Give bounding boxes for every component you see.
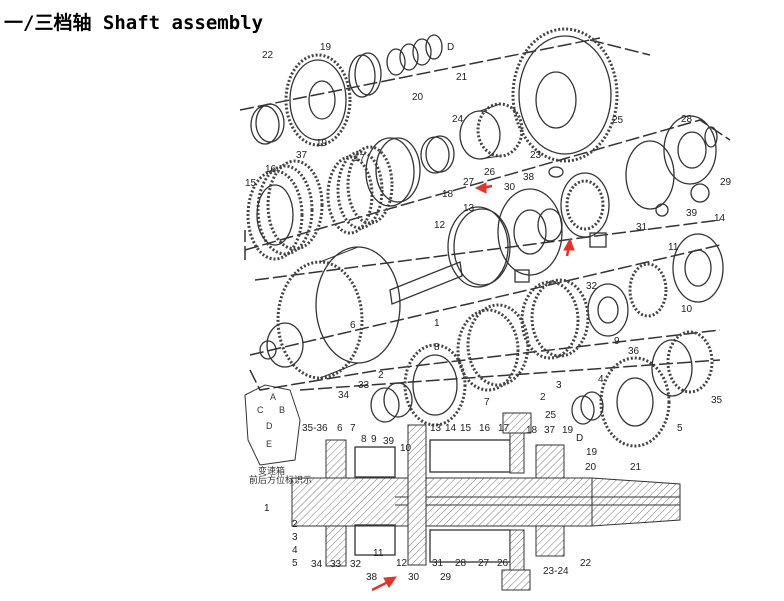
part-number-label: 4 — [292, 545, 298, 556]
part-number-label: 32 — [350, 559, 362, 570]
part-number-label: 19 — [586, 447, 598, 458]
part-number-label: 5 — [677, 423, 683, 434]
cross-section-view — [291, 412, 681, 591]
part-number-label: 37 — [544, 425, 556, 436]
part-number-label: 22 — [262, 50, 274, 61]
part-number-label: 14 — [714, 213, 726, 224]
part-number-label: 25 — [545, 410, 557, 421]
part-number-label: D — [576, 433, 583, 444]
part-number-label: 12 — [434, 220, 446, 231]
part-number-label: 13 — [430, 423, 442, 434]
part-number-label: 1 — [264, 503, 270, 514]
inset-letter-e: E — [266, 439, 272, 449]
part-number-label: 33 — [358, 380, 370, 391]
part-number-label: 17 — [498, 423, 510, 434]
part-number-label: 19 — [562, 425, 574, 436]
part-number-label: 29 — [720, 177, 732, 188]
inset-caption-2: 前后方位标识示 — [249, 474, 312, 485]
part-number-label: 2 — [540, 392, 546, 403]
part-number-label: 27 — [463, 177, 475, 188]
part-number-label: 38 — [366, 572, 378, 583]
part-number-label: 14 — [445, 423, 457, 434]
part-number-label: 21 — [630, 462, 642, 473]
part-number-label: 15 — [460, 423, 472, 434]
part-number-label: 30 — [504, 182, 516, 193]
part-number-label: 10 — [400, 443, 412, 454]
part-number-label: 35 — [711, 395, 723, 406]
part-number-label: 16 — [265, 164, 277, 175]
part-number-label: 34 — [338, 390, 350, 401]
part-number-label: 27 — [478, 558, 490, 569]
part-number-label: 23-24 — [543, 566, 569, 577]
part-number-label: 20 — [585, 462, 597, 473]
part-number-label: 1 — [434, 318, 440, 329]
part-number-label: 16 — [479, 423, 491, 434]
inset-letter-a: A — [270, 392, 276, 402]
part-number-label: 31 — [432, 558, 444, 569]
part-number-label: 37 — [296, 150, 308, 161]
part-number-label: 34 — [311, 559, 323, 570]
part-number-label: 10 — [681, 304, 693, 315]
part-number-label: 32 — [586, 281, 598, 292]
part-number-label: 15 — [245, 178, 257, 189]
highlight-arrows — [371, 182, 575, 592]
part-number-label: 5 — [292, 558, 298, 569]
part-number-label: 23 — [530, 150, 542, 161]
exploded-parts — [246, 27, 724, 448]
part-number-label: 2 — [292, 519, 298, 530]
orientation-inset: A C B D E 变速箱 前后方位标识示 — [244, 384, 312, 485]
part-number-label: 29 — [440, 572, 452, 583]
part-number-label: 21 — [456, 72, 468, 83]
part-number-label: 28 — [455, 558, 467, 569]
part-number-label: 35-36 — [302, 423, 328, 434]
part-number-label: 6 — [350, 320, 356, 331]
part-number-label: 9 — [614, 336, 620, 347]
part-number-label: 19 — [320, 42, 332, 53]
part-number-label: 3 — [556, 380, 562, 391]
part-number-label: 24 — [452, 114, 464, 125]
part-number-label: 39 — [383, 436, 395, 447]
part-number-label: 12 — [396, 558, 408, 569]
part-number-label: 8 — [434, 342, 440, 353]
part-number-label: 26 — [497, 558, 509, 569]
part-number-label: 3 — [292, 532, 298, 543]
part-number-label: 9 — [371, 434, 377, 445]
part-number-label: D — [447, 42, 454, 53]
inset-letter-c: C — [257, 405, 264, 415]
part-number-label: 20 — [412, 92, 424, 103]
part-number-label: 11 — [373, 548, 384, 559]
part-number-label: 30 — [408, 572, 420, 583]
part-number-label: 25 — [612, 115, 624, 126]
part-number-label: 28 — [681, 114, 693, 125]
inset-letter-d: D — [266, 421, 273, 431]
part-number-label: 22 — [580, 558, 592, 569]
part-number-label: 11 — [668, 242, 679, 253]
part-number-label: 7 — [350, 423, 356, 434]
part-number-label: 31 — [636, 222, 648, 233]
part-number-label: 33 — [330, 559, 342, 570]
part-number-label: 4 — [598, 374, 604, 385]
part-number-label: 2 — [378, 370, 384, 381]
part-number-label: 18 — [442, 189, 454, 200]
page-title: 一/三档轴 Shaft assembly — [4, 12, 264, 34]
part-number-label: 13 — [463, 203, 475, 214]
part-number-label: 6 — [337, 423, 343, 434]
inset-letter-b: B — [279, 405, 285, 415]
inset-caption-1: 变速箱 — [258, 465, 285, 476]
red-arrow-icon — [563, 237, 575, 257]
red-arrow-icon — [474, 182, 493, 194]
exploded-view-frame — [239, 37, 731, 391]
part-number-label: 17 — [354, 153, 366, 164]
part-number-label: 26 — [484, 167, 496, 178]
red-arrow-icon — [371, 576, 398, 592]
part-number-label: 18 — [526, 425, 538, 436]
part-number-label: 8 — [361, 434, 367, 445]
part-number-label: 39 — [686, 208, 698, 219]
part-number-label: 36 — [628, 346, 640, 357]
part-number-label: 19 — [316, 138, 328, 149]
part-number-label: 7 — [484, 397, 490, 408]
part-number-label: 38 — [523, 172, 535, 183]
